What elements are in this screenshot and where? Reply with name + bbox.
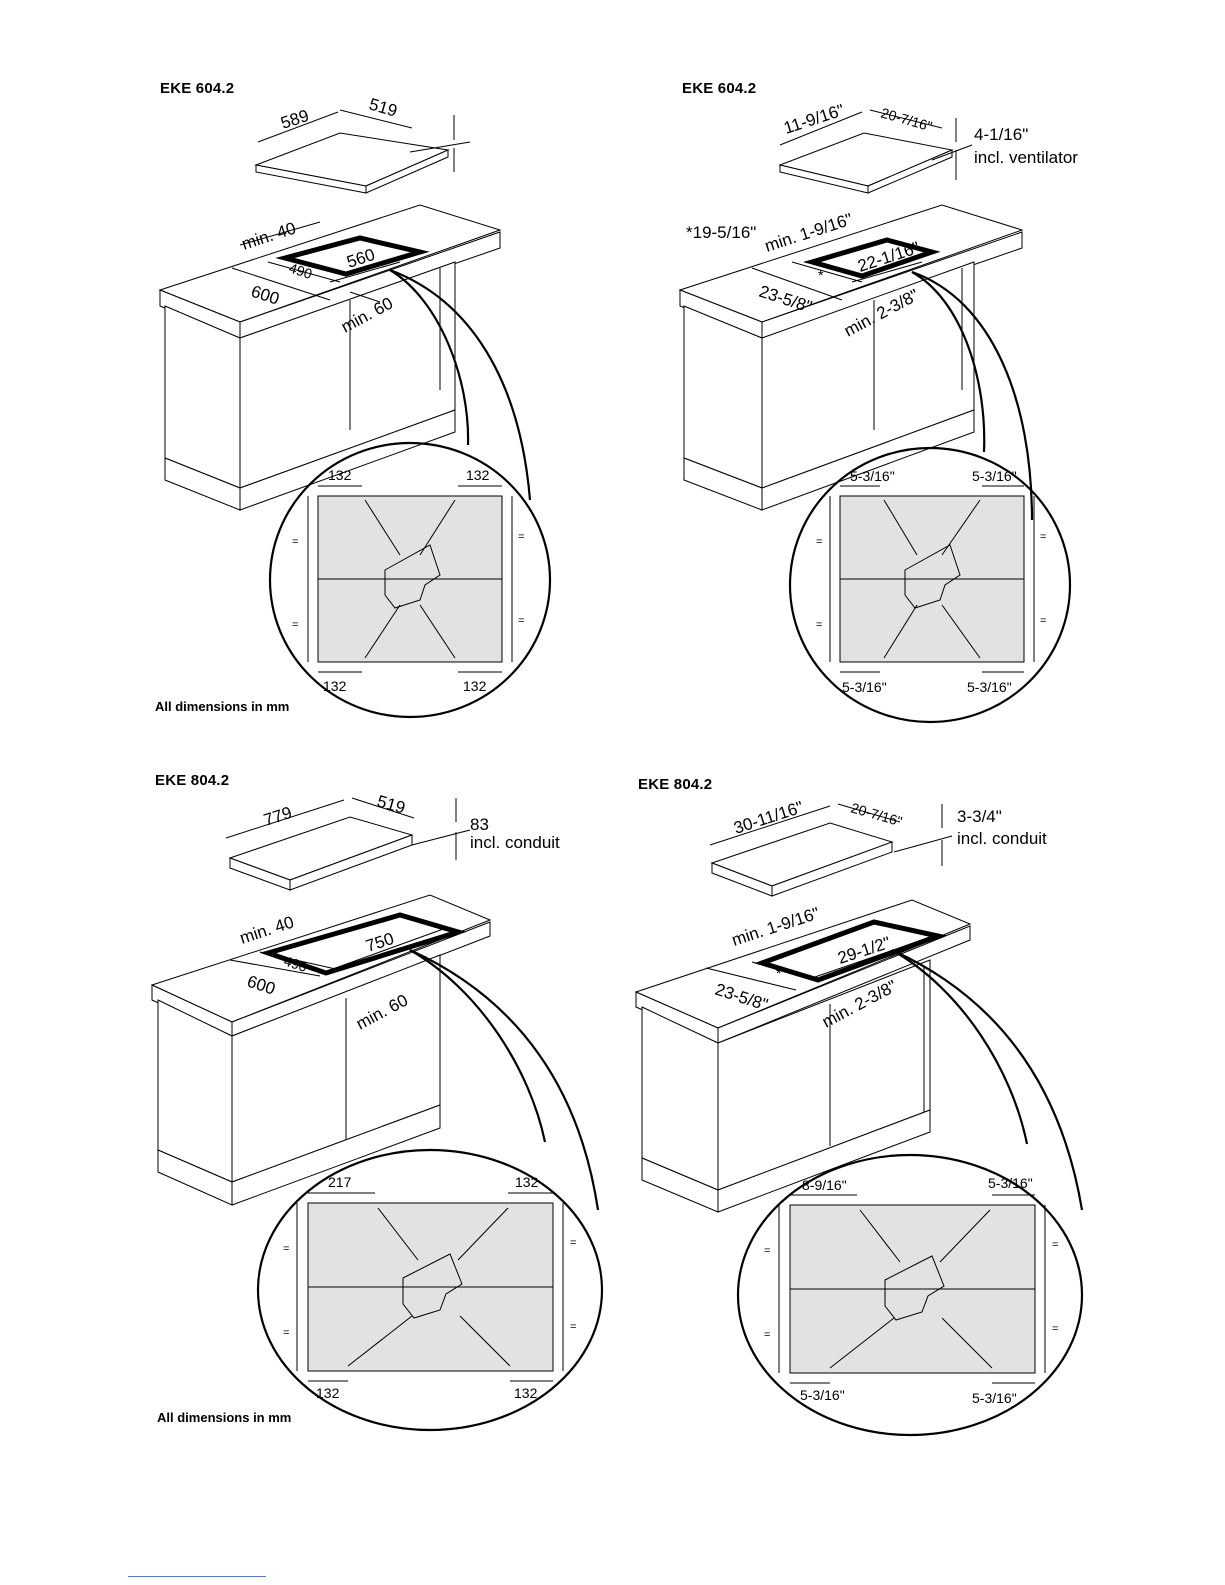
hob-drawing: 30-11/16" 20-7/16" 3-3/4" incl. conduit [709,798,1047,897]
hob-depth-label: 519 [367,95,400,121]
equal-mark: = [518,615,524,627]
detail-top-left-label: 5-3/16" [850,468,895,484]
hob-drawing: 589 519 [254,95,471,194]
hob-depth-label: 519 [375,792,408,818]
units-footnote: All dimensions in mm [157,1410,292,1425]
hob-height-note: incl. ventilator [974,148,1078,167]
hob-width-label: 779 [261,803,294,830]
equal-mark: = [283,1243,289,1255]
detail-bottom-left-label: 132 [323,678,347,694]
hob-drawing: 11-9/16" 20-7/16" 4-1/16" incl. ventilat… [778,100,1078,194]
cutout-depth-label: * [818,267,824,283]
page-footer-rule [128,1576,266,1577]
cabinet-drawing: min. 40 490 560 600 min. 60 [158,204,502,511]
equal-mark: = [1052,1323,1058,1335]
detail-top-right-label: 132 [515,1174,539,1190]
detail-top-right-label: 5-3/16" [972,468,1017,484]
cutout-depth-label: * [776,965,782,981]
installation-diagram: 589 519 min. 40 490 560 600 min. 60 [158,95,552,719]
cabinet-drawing: min. 40 490 750 600 min. 60 [150,894,492,1206]
detail-callout: 5-3/16" 5-3/16" 5-3/16" 5-3/16" = = = = [788,270,1072,724]
cabinet-drawing: min. 1-9/16" * 29-1/2" 23-5/8" min. 2-3/… [634,899,972,1213]
detail-bottom-right-label: 132 [463,678,487,694]
detail-top-right-label: 5-3/16" [988,1175,1033,1191]
hob-depth-label: 20-7/16" [879,105,934,135]
panel-eke804-inch: EKE 804.2 30-11/16" 20-7/16" 3-3/4" incl… [612,760,1225,1460]
detail-top-left-label: 132 [328,467,352,483]
hob-height-label: 3-3/4" [957,807,1002,826]
detail-bottom-right-label: 5-3/16" [972,1390,1017,1406]
installation-diagram: 779 519 83 incl. conduit min. 40 490 750… [150,792,604,1432]
panel-heading: EKE 804.2 [155,772,230,789]
hob-depth-label: 20-7/16" [849,800,904,830]
hob-width-label: 589 [278,106,311,133]
equal-mark: = [764,1245,770,1257]
equal-mark: = [1040,531,1046,543]
cabinet-drawing: *19-5/16" min. 1-9/16" * 22-1/16" 23-5/8… [678,204,1024,511]
units-footnote: All dimensions in mm [155,699,290,714]
hob-width-label: 11-9/16" [781,100,846,137]
detail-callout: 217 132 132 132 = = = = [256,948,604,1432]
panel-heading: EKE 804.2 [638,776,713,793]
detail-bottom-left-label: 5-3/16" [842,679,887,695]
panel-eke604-mm: EKE 604.2 589 519 [0,0,612,760]
detail-bottom-left-label: 132 [316,1385,340,1401]
hob-height-note: incl. conduit [470,833,560,852]
detail-top-right-label: 132 [466,467,490,483]
panel-eke604-inch: EKE 604.2 11-9/16" 20-7/16" 4-1/16" incl… [612,0,1225,760]
detail-top-left-label: 217 [328,1174,352,1190]
hob-drawing: 779 519 83 incl. conduit [225,792,560,891]
panel-eke804-mm: EKE 804.2 779 519 83 incl. conduit [0,760,612,1460]
equal-mark: = [816,536,822,548]
equal-mark: = [1052,1239,1058,1251]
hob-height-note: incl. conduit [957,829,1047,848]
installation-diagram: 30-11/16" 20-7/16" 3-3/4" incl. conduit … [634,798,1084,1437]
panel-heading: EKE 604.2 [160,80,235,97]
hob-width-label: 30-11/16" [731,798,805,838]
installation-diagram: 11-9/16" 20-7/16" 4-1/16" incl. ventilat… [678,100,1078,724]
equal-mark: = [283,1327,289,1339]
detail-callout: 132 132 132 132 = = = = [268,268,552,719]
hob-height-label: 4-1/16" [974,125,1028,144]
cutout-depth-label: 490 [287,260,314,283]
hob-height-label: 83 [470,815,489,834]
cutout-star-note: *19-5/16" [686,223,756,242]
equal-mark: = [764,1329,770,1341]
equal-mark: = [292,619,298,631]
equal-mark: = [570,1237,576,1249]
detail-top-left-label: 8-9/16" [802,1177,847,1193]
panel-heading: EKE 604.2 [682,80,757,97]
detail-callout: 8-9/16" 5-3/16" 5-3/16" 5-3/16" = = = = [736,948,1084,1437]
detail-bottom-right-label: 132 [514,1385,538,1401]
equal-mark: = [292,536,298,548]
detail-bottom-right-label: 5-3/16" [967,679,1012,695]
cutout-depth-label: 490 [282,953,309,976]
detail-bottom-left-label: 5-3/16" [800,1387,845,1403]
equal-mark: = [518,531,524,543]
equal-mark: = [1040,615,1046,627]
equal-mark: = [816,619,822,631]
equal-mark: = [570,1321,576,1333]
